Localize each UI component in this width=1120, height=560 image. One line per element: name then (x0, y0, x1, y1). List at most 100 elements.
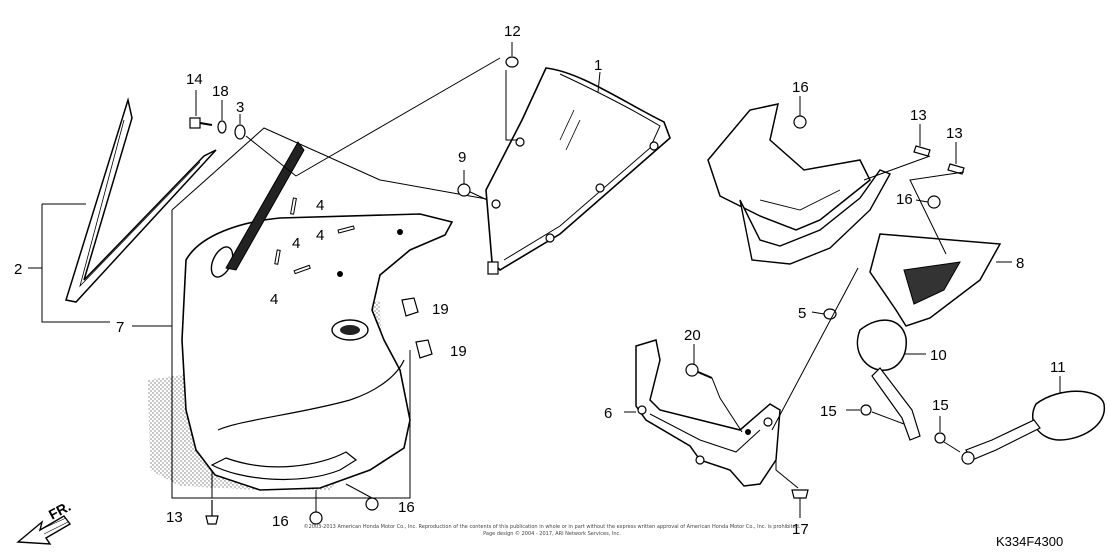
callout-6: 6 (604, 405, 612, 422)
callout-16: 16 (896, 191, 913, 208)
cowl-vent-inner (340, 325, 360, 335)
bolt-15 (860, 404, 872, 416)
stripe-decal-inner (79, 119, 201, 288)
fasteners-bottom (205, 470, 379, 525)
windscreen (457, 42, 671, 275)
screw (189, 117, 201, 129)
mirror-10-head (856, 319, 907, 371)
callout-8: 8 (1016, 255, 1024, 272)
grommet (234, 124, 246, 140)
fr-arrow-icon (16, 515, 72, 545)
cowl-hole (337, 271, 343, 277)
callout-3: 3 (236, 99, 244, 116)
washer (217, 120, 227, 134)
callout-11: 11 (1050, 359, 1066, 376)
rubber-strip (274, 249, 281, 265)
windscreen-body (485, 67, 671, 272)
screw-16 (365, 497, 379, 511)
connector-line (909, 171, 965, 255)
inner-cover-detail (903, 261, 961, 305)
cowl-bracket-outline-top (171, 127, 381, 211)
grommet-5 (823, 308, 837, 320)
mirror-11-base (961, 451, 975, 465)
callout-19: 19 (432, 301, 449, 318)
callout-13: 13 (910, 107, 927, 124)
cowl-inner-edge (217, 359, 405, 431)
stay-hole (695, 455, 705, 465)
stay-inner (649, 413, 761, 453)
screw-13 (205, 500, 219, 525)
connector-line (775, 456, 799, 489)
callout-5: 5 (798, 305, 806, 322)
callout-13: 13 (166, 509, 183, 526)
clip (401, 297, 419, 317)
leader-line (811, 311, 825, 315)
connector-line (711, 377, 743, 433)
cowl-center-stripe (225, 141, 305, 271)
callout-19: 19 (450, 343, 467, 360)
copyright-notice: ©2003-2013 American Honda Motor Co., Inc… (292, 524, 812, 538)
windscreen-shine (565, 119, 581, 151)
stay-hole (763, 417, 773, 427)
mirror-right (846, 319, 926, 441)
mirror-10-stem (871, 367, 921, 441)
copyright-line-1: ©2003-2013 American Honda Motor Co., Inc… (303, 524, 801, 530)
callout-18: 18 (212, 83, 229, 100)
bolt-15 (934, 432, 946, 444)
screw-13 (947, 163, 965, 175)
windscreen-rim (503, 73, 661, 261)
callout-16: 16 (272, 513, 289, 530)
callout-7: 7 (116, 319, 124, 336)
front-direction-indicator: FR. (16, 498, 73, 545)
cowl-lower-lip (210, 451, 358, 481)
screw-shaft (199, 122, 213, 126)
leader-bracket (505, 70, 518, 141)
windscreen-hole (491, 199, 501, 209)
windscreen-hole (515, 137, 525, 147)
screw-17 (791, 489, 809, 499)
callout-4: 4 (316, 197, 324, 214)
connector-line (871, 411, 905, 425)
callout-17: 17 (792, 521, 809, 538)
leader-line (245, 135, 297, 177)
grommet-9 (457, 183, 471, 197)
inner-panel (707, 96, 1012, 327)
stay-hole (637, 405, 647, 415)
callout-2: 2 (14, 261, 22, 278)
screw-16 (309, 511, 323, 525)
mirror-left (934, 376, 1105, 465)
copyright-line-2: Page design © 2004 - 2017, ARI Network S… (483, 531, 621, 537)
bolt-16 (793, 115, 807, 129)
windscreen-hole (649, 141, 659, 151)
connector-line (943, 441, 961, 453)
callout-14: 14 (186, 71, 203, 88)
stay-hole (745, 429, 751, 435)
cowl-hole (397, 229, 403, 235)
windscreen-hole (595, 183, 605, 193)
callout-12: 12 (504, 23, 521, 40)
callout-1: 1 (594, 57, 602, 74)
callout-15: 15 (932, 397, 949, 414)
bolt-20 (685, 363, 699, 377)
bracket-2 (28, 203, 110, 323)
fasteners-upper-left (189, 90, 297, 177)
windscreen-shine (559, 109, 575, 141)
stay-frame (635, 339, 781, 487)
bolt-16 (927, 195, 941, 209)
leader-line (915, 199, 929, 203)
mirror-11-stem (965, 419, 1041, 461)
connector-lines (295, 57, 501, 207)
connector-line (863, 155, 931, 181)
cowl-bracket-outline (171, 210, 411, 499)
inner-panel-body (707, 103, 871, 231)
rubber-strip (337, 225, 355, 234)
callout-4: 4 (292, 235, 300, 252)
clips-19 (401, 297, 433, 359)
clip (415, 339, 433, 359)
callout-15: 15 (820, 403, 837, 420)
leader-line (345, 483, 373, 499)
grommet-12 (505, 56, 519, 68)
callout-9: 9 (458, 149, 466, 166)
callout-16: 16 (398, 499, 415, 516)
